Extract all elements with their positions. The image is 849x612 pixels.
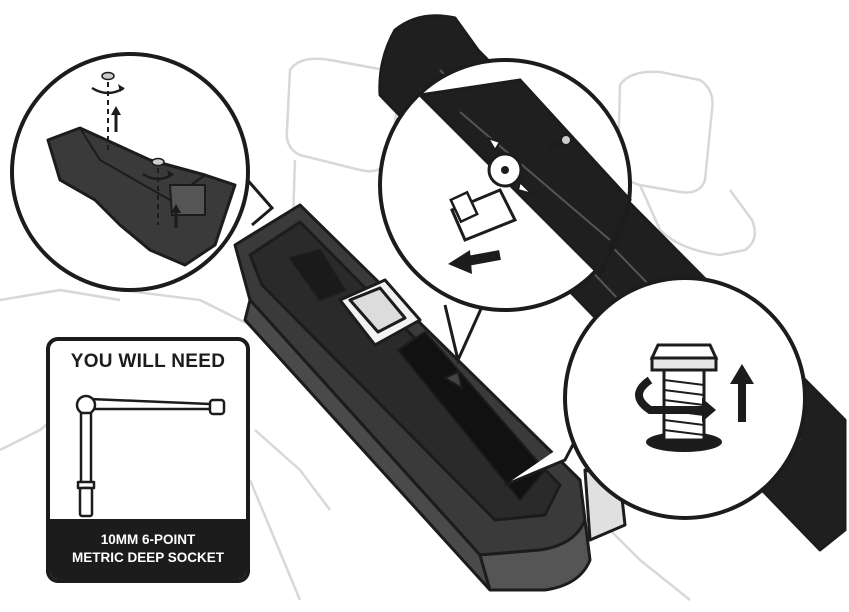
tool-name-line1: 10MM 6-POINT <box>101 531 196 549</box>
tools-needed-heading: YOU WILL NEED <box>50 351 246 373</box>
socket-wrench-icon <box>50 377 246 527</box>
bracket-removal-detail <box>12 54 272 290</box>
tool-name-line2: METRIC DEEP SOCKET <box>72 549 224 567</box>
tool-name-banner: 10MM 6-POINT METRIC DEEP SOCKET <box>50 519 246 579</box>
tools-needed-panel: YOU WILL NEED 10MM 6-POINT METRIC DEEP S… <box>46 337 250 583</box>
